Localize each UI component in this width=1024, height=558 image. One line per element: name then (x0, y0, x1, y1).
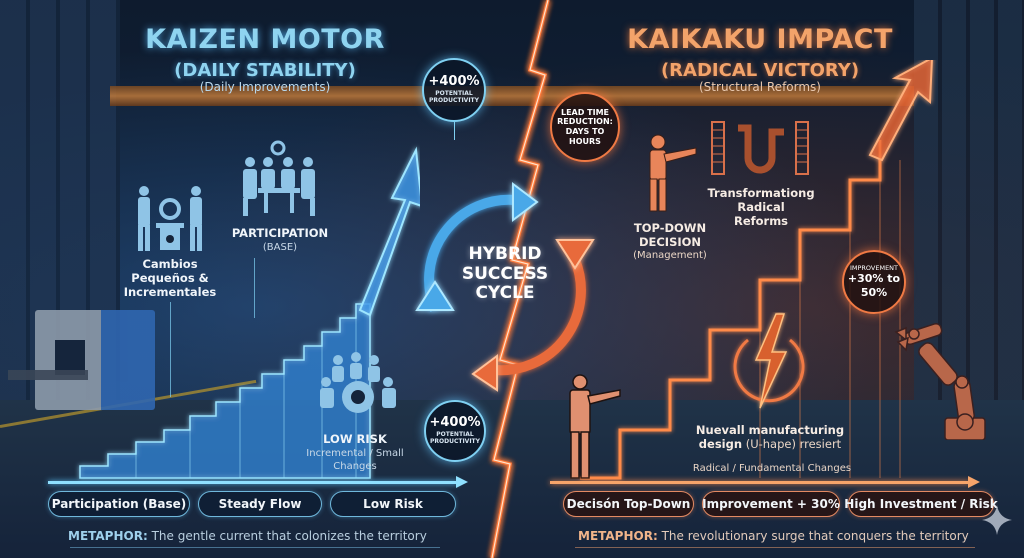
kaikaku-subtitle-2: (Structural Reforms) (699, 80, 821, 94)
manufacturing-machine (35, 310, 155, 410)
kaikaku-title: KAIKAKU IMPACT (627, 24, 893, 55)
kaizen-pill-row: Participation (Base) Steady Flow Low Ris… (48, 491, 456, 517)
pill-improvement-30: Improvement + 30% (702, 491, 840, 517)
manager-pointing-icon-bottom (569, 374, 621, 479)
metaphor-key: METAPHOR: (578, 529, 658, 543)
nuevall-line-1: Nuevall manufacturing (695, 423, 845, 437)
cycle-line-1: HYBRID (468, 244, 542, 264)
lead-time-badge: LEAD TIME REDUCTION: DAYS TO HOURS (550, 92, 620, 162)
sparkle-icon (982, 505, 1012, 535)
transforming-label: Transformationg Radical Reforms (696, 186, 826, 228)
lead-time-line-3: DAYS TO (565, 127, 605, 136)
kaikaku-metaphor-rule (575, 547, 975, 548)
top-down-sub: (Management) (633, 250, 707, 261)
kaikaku-pill-row: Decisón Top-Down Improvement + 30% High … (563, 491, 998, 517)
metaphor-text: The revolutionary surge that conquers th… (657, 529, 969, 543)
transforming-line-1: Transformationg (707, 186, 815, 200)
participation-label: PARTICIPATION (231, 226, 329, 240)
lead-time-line-4: HOURS (569, 136, 601, 146)
low-risk-label: LOW RISK (323, 432, 387, 446)
hybrid-cycle-arrows-icon (415, 182, 595, 392)
nuevall-line-2: design (U-hape) rresiert (685, 436, 855, 452)
low-risk-line-1: Incremental / Small (306, 448, 404, 459)
kaikaku-axis-arrow (550, 481, 970, 484)
cambios-connector (170, 302, 171, 397)
lead-time-line-2: REDUCTION: (557, 117, 613, 127)
improvement-line-1: +30% to (847, 272, 901, 286)
metaphor-text: The gentle current that colonizes the te… (147, 529, 427, 543)
pill-low-risk: Low Risk (330, 491, 456, 517)
team-meeting-icon (243, 140, 315, 216)
kaikaku-axis-arrowhead-icon (968, 476, 980, 488)
top-down-label: TOP-DOWN DECISION (620, 221, 720, 250)
kaikaku-subtitle: (RADICAL VICTORY) (660, 60, 860, 81)
badge-connector (454, 122, 455, 140)
badge-line-1: POTENTIAL (436, 430, 474, 438)
badge-line-1: POTENTIAL (435, 89, 473, 97)
badge-line-2: PRODUCTIVITY (429, 438, 480, 446)
improvement-label: IMPROVEMENT (849, 264, 899, 273)
transforming-line-3: Reforms (733, 213, 789, 228)
cycle-line-3: CYCLE (475, 283, 535, 304)
lead-time-line-1: LEAD TIME (560, 107, 610, 117)
power-lightning-icon (733, 313, 805, 409)
kaizen-metaphor-rule (70, 547, 440, 548)
u-shape-process-icon (711, 121, 809, 175)
nuevall-line-2-bold: design (698, 436, 743, 451)
badge-value: +400% (429, 415, 481, 431)
hybrid-cycle-label: HYBRID SUCCESS CYCLE (430, 244, 580, 304)
participation-connector (254, 258, 255, 318)
team-gear-icon (138, 186, 202, 251)
cambios-label: Cambios Pequeños & Incrementales (110, 257, 230, 299)
radical-changes-label: Radical / Fundamental Changes (692, 463, 852, 474)
kaizen-subtitle-2: (Daily Improvements) (199, 80, 331, 94)
cambios-line-1: Cambios (142, 257, 198, 271)
kaikaku-metaphor: METAPHOR: The revolutionary surge that c… (578, 529, 969, 543)
top-down-line-2: DECISION (638, 234, 702, 249)
cambios-line-3: Incrementales (123, 284, 217, 299)
robot-arm-icon (894, 322, 986, 440)
kaizen-metaphor: METAPHOR: The gentle current that coloni… (68, 529, 427, 543)
pill-decision-top-down: Decisón Top-Down (563, 491, 694, 517)
pill-steady-flow: Steady Flow (198, 491, 322, 517)
participation-sub: (BASE) (262, 242, 298, 253)
metaphor-key: METAPHOR: (68, 529, 148, 543)
nuevall-line-2-rest: (U-hape) rresiert (742, 436, 842, 451)
kaizen-axis-arrow (48, 481, 458, 484)
manager-pointing-icon (649, 134, 697, 212)
conveyor-belt (8, 370, 88, 380)
kaizen-productivity-badge-bottom: +400% POTENTIAL PRODUCTIVITY (424, 400, 486, 462)
low-risk-line-2: Changes (333, 461, 377, 472)
nuevall-label: Nuevall manufacturing design (U-hape) rr… (685, 423, 855, 452)
improvement-line-2: 50% (860, 286, 888, 299)
cambios-line-2: Pequeños & (131, 270, 209, 285)
pill-high-investment-risk: High Investment / Risk (844, 491, 998, 517)
badge-line-2: PRODUCTIVITY (428, 97, 479, 105)
kaizen-productivity-badge-top: +400% POTENTIAL PRODUCTIVITY (422, 58, 486, 122)
pill-participation-base: Participation (Base) (48, 491, 190, 517)
transforming-line-2: Radical (737, 199, 785, 214)
team-gear-risk-icon (320, 352, 396, 413)
cycle-line-2: SUCCESS (461, 263, 549, 284)
kaizen-subtitle: (DAILY STABILITY) (174, 60, 356, 81)
top-down-line-1: TOP-DOWN (633, 221, 707, 235)
kaizen-title: KAIZEN MOTOR (145, 24, 385, 55)
improvement-badge: IMPROVEMENT +30% to 50% (842, 250, 906, 314)
kaizen-axis-arrowhead-icon (456, 476, 468, 488)
badge-value: +400% (428, 74, 480, 90)
